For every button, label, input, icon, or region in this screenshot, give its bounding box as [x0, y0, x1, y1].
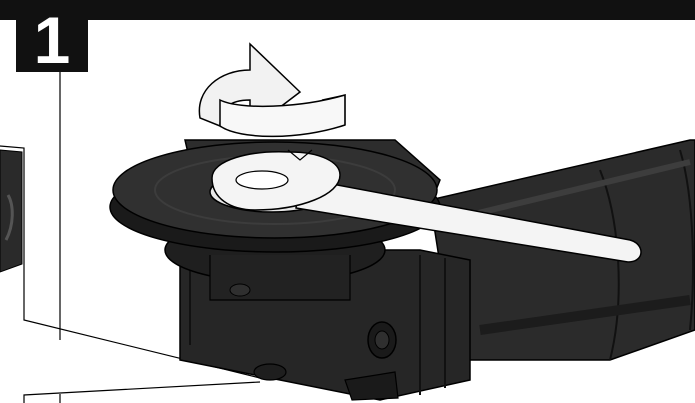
header-bar	[0, 0, 695, 20]
previous-step-inset	[0, 145, 25, 273]
rotate-counterclockwise-icon	[198, 42, 346, 138]
callout-line-lower	[23, 381, 261, 403]
spanner-wrench	[211, 149, 642, 263]
step-number-badge: 1	[16, 7, 88, 73]
